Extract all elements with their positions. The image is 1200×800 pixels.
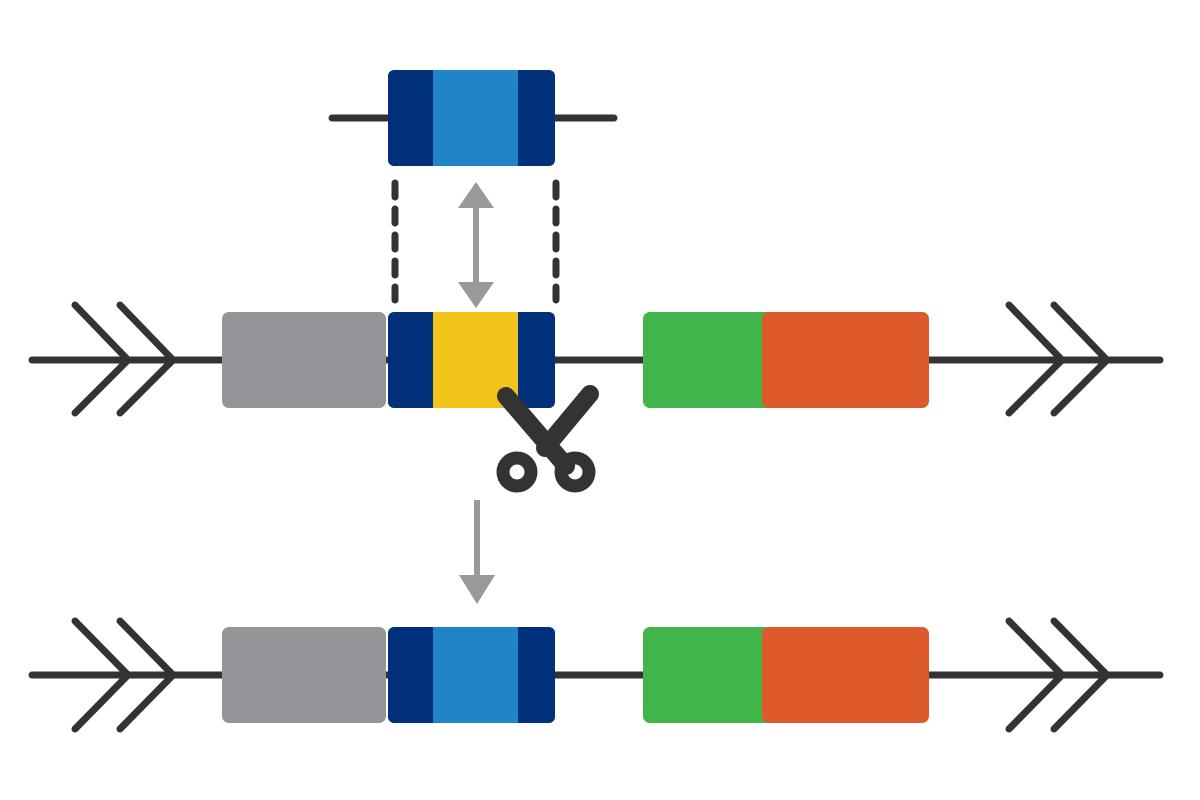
scissors-icon (496, 385, 599, 493)
left-double-chevron-icon (71, 301, 177, 417)
edited-gray-element (222, 627, 386, 723)
target-gray-element (222, 312, 386, 408)
right-double-chevron-icon (1005, 301, 1111, 417)
target-green-element (643, 312, 793, 408)
homology-guides (391, 179, 560, 304)
down-arrow-icon (459, 500, 495, 604)
target-locus (28, 301, 1164, 417)
edited-green-element (643, 627, 793, 723)
edited-blue-insert (433, 627, 518, 723)
target-orange-element (762, 312, 929, 408)
edited-locus (28, 617, 1164, 733)
donor-construct (328, 70, 618, 166)
left-double-chevron-icon (71, 617, 177, 733)
donor-insert (433, 70, 518, 166)
double-headed-arrow-icon (458, 182, 494, 308)
right-double-chevron-icon (1005, 617, 1111, 733)
edited-orange-element (762, 627, 929, 723)
